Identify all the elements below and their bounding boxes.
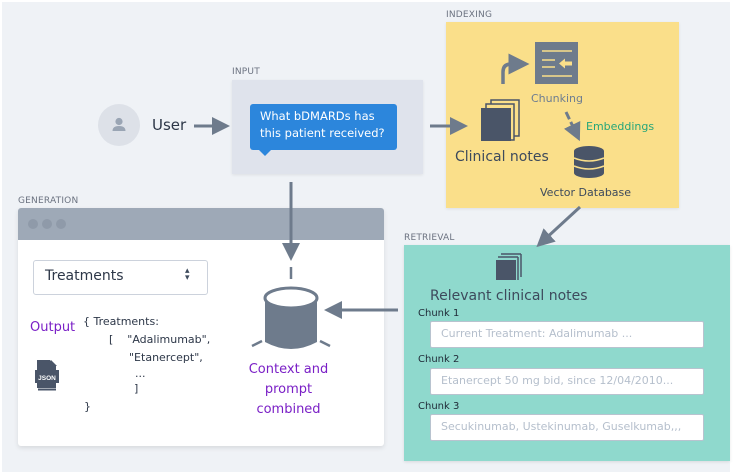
chunk-1-field[interactable]: Current Treatment: Adalimumab ... bbox=[430, 321, 704, 348]
json-file-icon: JSON bbox=[34, 358, 64, 392]
treatments-select[interactable] bbox=[33, 260, 208, 295]
json-line-4: ... bbox=[135, 367, 146, 380]
user-avatar bbox=[98, 104, 140, 146]
json-line-6: } bbox=[84, 400, 91, 413]
retrieval-section-label: RETRIEVAL bbox=[404, 233, 455, 243]
chunk-3-field[interactable]: Secukinumab, Ustekinumab, Guselkumab,,, bbox=[430, 414, 704, 441]
llm-label: LLM bbox=[264, 325, 288, 339]
llm-caption: Context and prompt combined bbox=[236, 360, 341, 420]
window-dot-close[interactable] bbox=[28, 219, 38, 229]
llm-caption-line-3: combined bbox=[256, 402, 321, 417]
indexing-panel bbox=[446, 22, 679, 208]
chunk-2-label: Chunk 2 bbox=[418, 354, 460, 365]
chunking-label: Chunking bbox=[531, 92, 583, 105]
question-bubble: What bDMARDs has this patient received? bbox=[250, 104, 397, 150]
json-icon-text: JSON bbox=[38, 375, 56, 382]
json-line-3: "Etanercept", bbox=[129, 351, 203, 364]
bubble-tail bbox=[259, 150, 271, 156]
window-dot-maximize[interactable] bbox=[56, 219, 66, 229]
json-line-2: [ "Adalimumab", bbox=[109, 333, 211, 346]
user-icon bbox=[112, 117, 126, 131]
relevant-notes-label: Relevant clinical notes bbox=[430, 288, 588, 304]
user-label: User bbox=[152, 116, 187, 134]
chunk-3-label: Chunk 3 bbox=[418, 401, 460, 412]
vector-database-label: Vector Database bbox=[540, 186, 632, 199]
select-value: Treatments bbox=[45, 268, 124, 284]
llm-caption-line-1: Context and bbox=[248, 362, 329, 377]
question-line-1: What bDMARDs has bbox=[260, 109, 375, 123]
generation-window bbox=[18, 208, 384, 446]
llm-caption-line-2: prompt bbox=[264, 382, 313, 397]
input-section-label: INPUT bbox=[232, 67, 260, 77]
json-line-1: { Treatments: bbox=[83, 315, 159, 328]
json-line-5: ] bbox=[134, 382, 139, 395]
clinical-notes-label: Clinical notes bbox=[455, 149, 549, 165]
question-line-2: this patient received? bbox=[260, 126, 385, 140]
window-dot-minimize[interactable] bbox=[42, 219, 52, 229]
output-label: Output bbox=[30, 320, 76, 335]
select-updown-icon: ▴▾ bbox=[185, 266, 190, 283]
chunk-2-field[interactable]: Etanercept 50 mg bid, since 12/04/2010..… bbox=[430, 368, 704, 395]
generation-section-label: GENERATION bbox=[18, 196, 79, 206]
window-titlebar bbox=[18, 208, 384, 240]
embeddings-label: Embeddings bbox=[586, 120, 655, 133]
chunk-1-label: Chunk 1 bbox=[418, 308, 460, 319]
indexing-section-label: INDEXING bbox=[446, 10, 493, 20]
